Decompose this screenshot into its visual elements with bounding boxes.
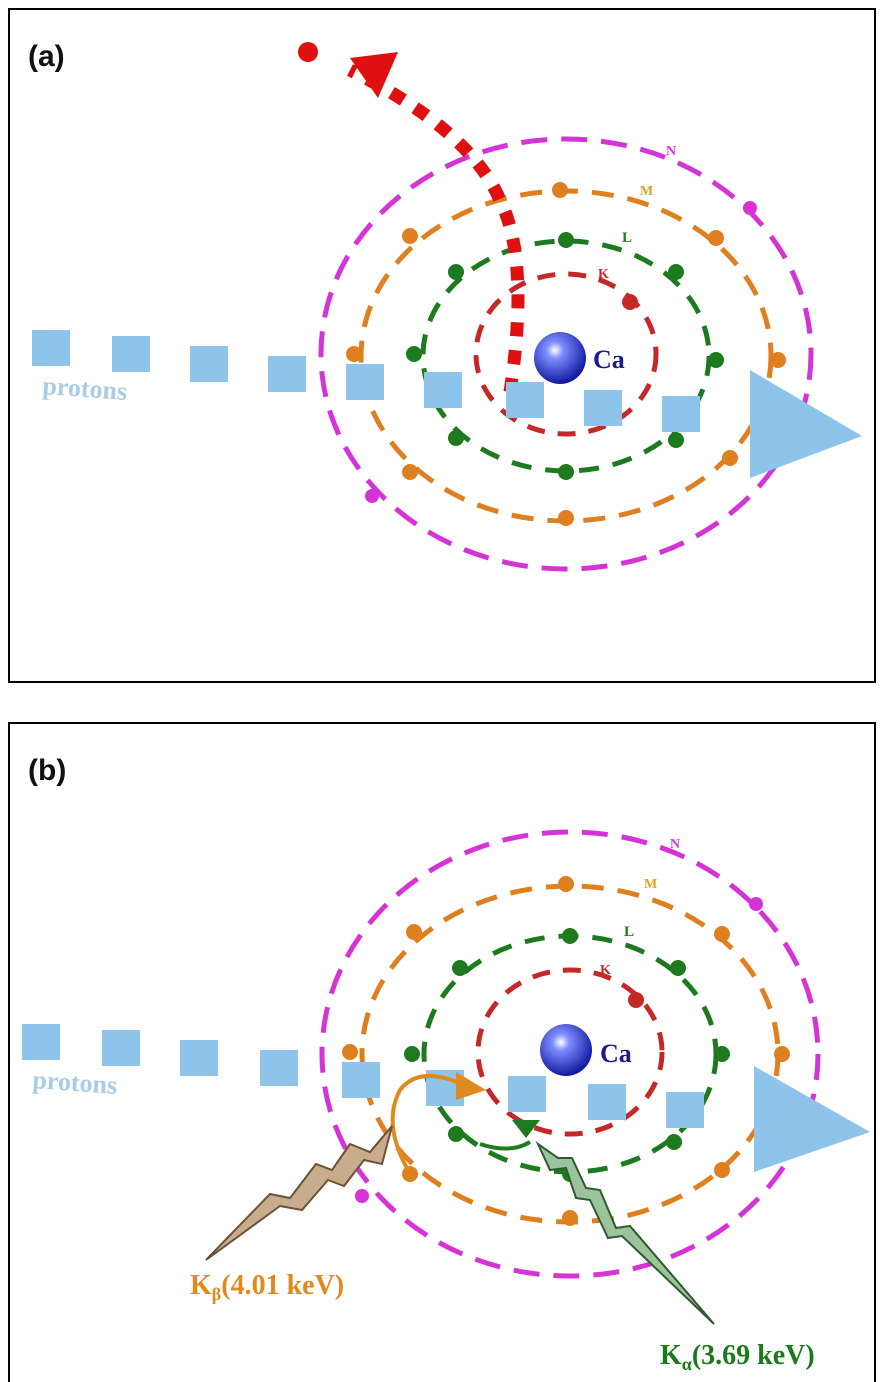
transition-l-to-k: [479, 1140, 532, 1151]
proton-beam-label: protons: [42, 371, 129, 406]
shell-n: [318, 136, 814, 572]
panel-a-diagram: N M L K Ca: [32, 42, 862, 572]
k-alpha-symbol: K: [660, 1340, 682, 1371]
element-symbol: Ca: [600, 1039, 632, 1068]
electrons-k: [622, 294, 638, 310]
transition-m-arrowhead: [456, 1072, 486, 1100]
panel-b-diagram: N M L K Ca: [22, 829, 870, 1374]
transition-m-to-k: [390, 1073, 467, 1171]
shell-label-k: K: [600, 963, 611, 978]
shell-label-n: N: [670, 837, 680, 852]
element-symbol: Ca: [593, 345, 625, 374]
panel-a: (a) N M L K: [8, 8, 876, 683]
k-alpha-label: Kα(3.69 keV): [660, 1340, 815, 1374]
proton-beam: [22, 1024, 870, 1172]
shell-k: [473, 271, 659, 437]
k-beta-subscript: β: [212, 1284, 221, 1304]
k-beta-symbol: K: [190, 1270, 212, 1301]
proton-beam-label: protons: [32, 1065, 119, 1100]
panel-b-label: (b): [28, 754, 67, 787]
shell-n: [319, 829, 821, 1279]
k-beta-label: Kβ(4.01 keV): [190, 1270, 344, 1304]
electrons-m: [346, 182, 786, 526]
electrons-n: [355, 897, 763, 1203]
ejected-electron-arrowhead: [350, 52, 398, 98]
proton-beam: [32, 330, 862, 478]
electrons-l: [406, 232, 724, 480]
shell-label-n: N: [666, 144, 676, 159]
shell-label-l: L: [624, 924, 634, 940]
k-alpha-subscript: α: [682, 1354, 692, 1374]
panel-a-label: (a): [28, 40, 65, 73]
shell-l: [420, 238, 712, 474]
electrons-k: [628, 992, 644, 1008]
ejected-electron: [298, 42, 318, 62]
electrons-m: [342, 876, 790, 1226]
nucleus: [540, 1024, 592, 1076]
shell-label-k: K: [598, 267, 609, 282]
k-alpha-energy: (3.69 keV): [692, 1340, 815, 1371]
shell-k: [475, 967, 665, 1137]
nucleus: [534, 332, 586, 384]
shell-label-m: M: [640, 184, 653, 199]
electrons-n: [365, 201, 757, 503]
shell-label-l: L: [622, 230, 632, 246]
panel-b: (b) N M L K: [8, 722, 876, 1382]
shell-label-m: M: [644, 877, 657, 892]
k-alpha-xray: [535, 1141, 715, 1325]
k-beta-energy: (4.01 keV): [221, 1270, 344, 1301]
transition-l-arrowhead: [512, 1120, 540, 1138]
k-beta-xray: [205, 1125, 393, 1261]
ejected-electron-path: [347, 64, 525, 393]
